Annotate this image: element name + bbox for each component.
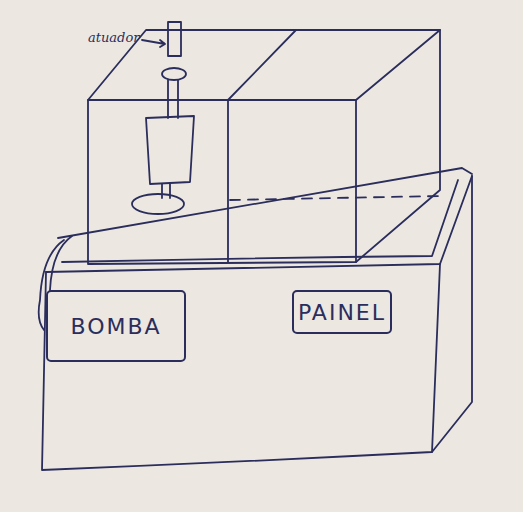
cup-stem xyxy=(162,184,170,198)
base-front xyxy=(42,264,440,470)
cup-base xyxy=(132,194,184,214)
actuator-symbol xyxy=(168,22,181,56)
actuator-rod xyxy=(168,80,178,118)
cup-symbol xyxy=(146,116,194,184)
housing-front xyxy=(88,100,356,264)
pump-hose xyxy=(39,236,72,330)
base-inner-edge xyxy=(62,180,458,262)
component-box: PAINEL xyxy=(292,290,392,334)
box-label: BOMBA xyxy=(70,314,161,339)
housing-side xyxy=(356,30,440,262)
base-top-front xyxy=(46,176,472,272)
leader-line xyxy=(142,40,165,47)
part-label: atuador xyxy=(88,30,139,45)
box-label: PAINEL xyxy=(298,300,386,325)
base-top-back xyxy=(58,168,472,238)
housing-top xyxy=(88,30,440,100)
actuator-cap xyxy=(162,68,186,80)
base-side xyxy=(432,176,472,452)
component-box: BOMBA xyxy=(46,290,186,362)
hidden-edge xyxy=(230,196,440,200)
housing-divider xyxy=(228,30,296,262)
